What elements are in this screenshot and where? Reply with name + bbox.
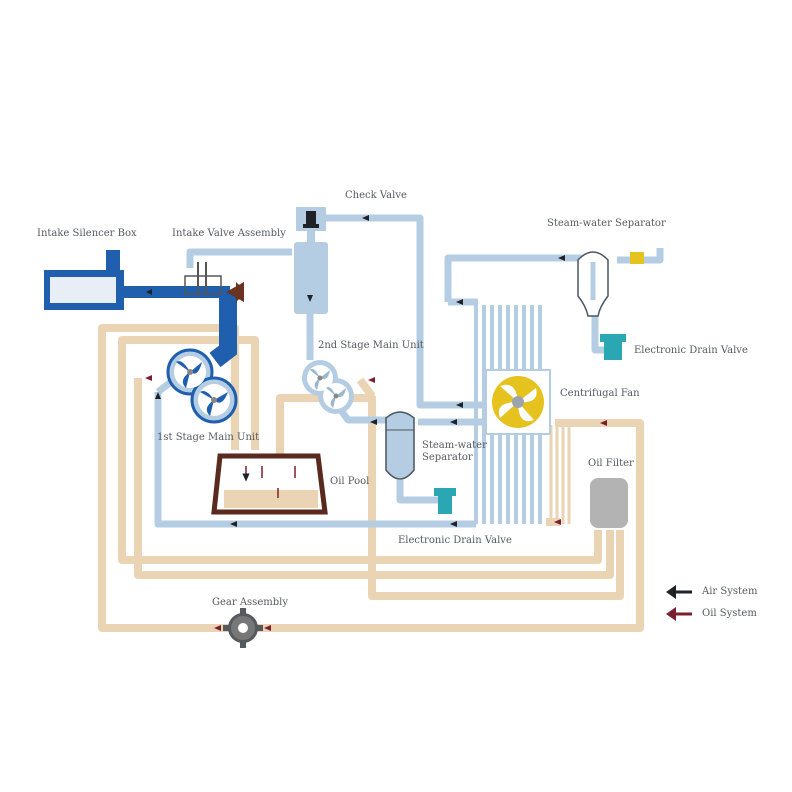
label-second-stage-main-unit: 2nd Stage Main Unit bbox=[318, 340, 424, 351]
oil-cooler-radiator bbox=[549, 425, 571, 524]
label-intake-silencer-box: Intake Silencer Box bbox=[37, 228, 137, 239]
label-gear-assembly: Gear Assembly bbox=[212, 597, 288, 608]
label-steam-water-separator-top: Steam-water Separator bbox=[547, 218, 666, 229]
label-centrifugal-fan: Centrifugal Fan bbox=[560, 388, 640, 399]
label-electronic-drain-valve-bottom: Electronic Drain Valve bbox=[398, 535, 512, 546]
legend-arrows bbox=[666, 585, 692, 621]
second-stage-main-unit bbox=[302, 360, 354, 414]
legend-air-system: Air System bbox=[702, 586, 758, 597]
oil-pool-tank bbox=[211, 453, 328, 515]
steam-water-separator-top bbox=[577, 251, 644, 317]
intake-path bbox=[106, 250, 237, 368]
label-electronic-drain-valve-top: Electronic Drain Valve bbox=[634, 345, 748, 356]
electronic-drain-valve-top-icon bbox=[600, 334, 626, 360]
label-check-valve: Check Valve bbox=[345, 190, 407, 201]
label-intake-valve-assembly: Intake Valve Assembly bbox=[172, 228, 286, 239]
electronic-drain-valve-bottom-icon bbox=[434, 488, 456, 514]
red-arrow-icon bbox=[666, 607, 692, 621]
label-oil-filter: Oil Filter bbox=[588, 458, 634, 469]
first-stage-main-unit bbox=[166, 348, 238, 424]
gear-assembly-icon bbox=[223, 608, 263, 648]
flow-arrows bbox=[145, 215, 607, 631]
check-valve bbox=[294, 207, 328, 314]
intake-silencer-box bbox=[44, 270, 124, 310]
intake-valve-assembly bbox=[184, 262, 244, 302]
steam-water-separator-mid bbox=[385, 411, 415, 480]
oil-pipes bbox=[98, 324, 644, 632]
legend-oil-system: Oil System bbox=[702, 608, 757, 619]
label-oil-pool: Oil Pool bbox=[330, 476, 370, 487]
label-steam-water-separator-mid: Steam-water Separator bbox=[422, 440, 487, 463]
label-first-stage-main-unit: 1st Stage Main Unit bbox=[157, 432, 260, 443]
centrifugal-fan bbox=[485, 369, 551, 435]
oil-filter bbox=[590, 478, 628, 528]
black-arrow-icon bbox=[666, 585, 692, 599]
